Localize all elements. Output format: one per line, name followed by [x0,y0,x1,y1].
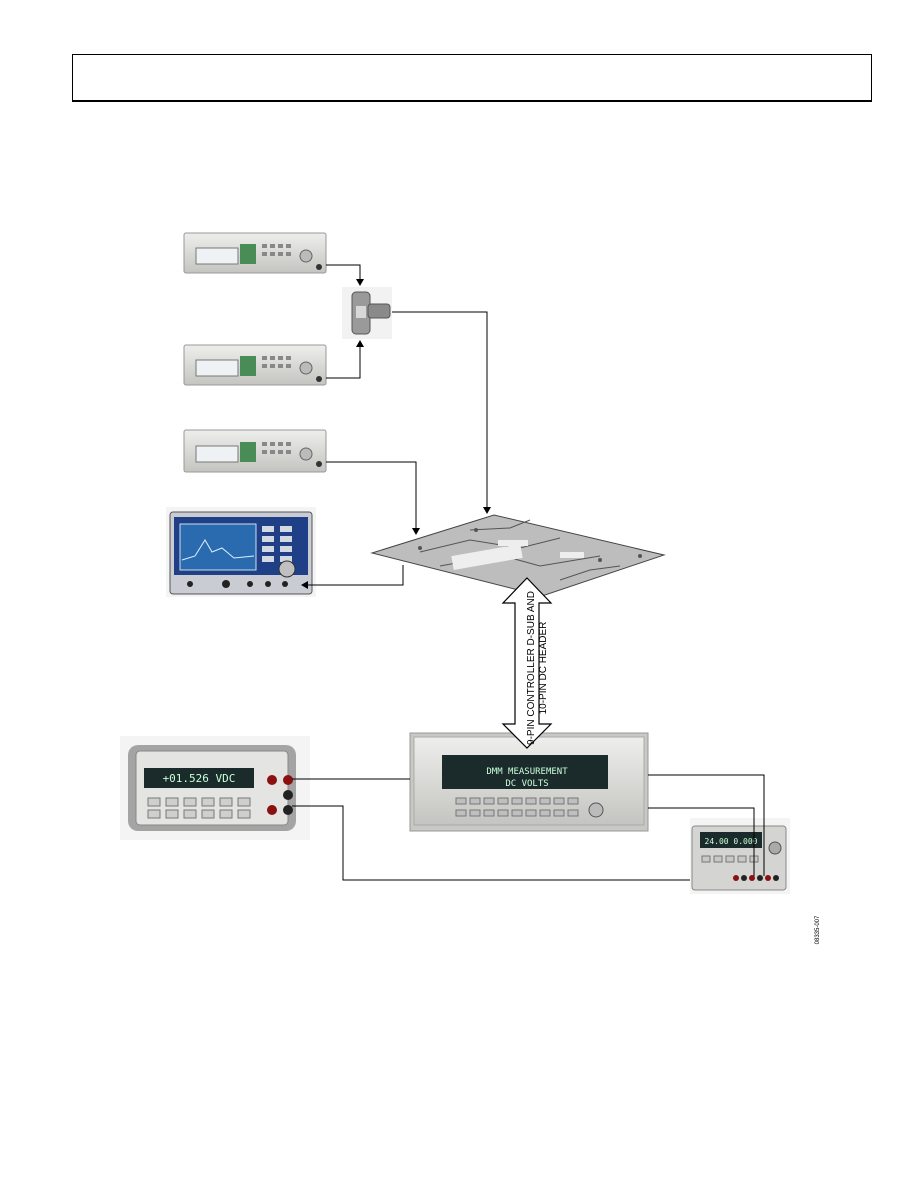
switch-display-line1: DMM MEASUREMENT [486,767,568,777]
header-box [72,54,872,102]
power-combiner [342,287,392,339]
wire-dmm-switch-2 [292,805,690,881]
arrow-label: 9-PIN CONTROLLER D-SUB AND 10-PIN DC HEA… [526,591,550,745]
connection-wires [292,264,765,881]
wire-siggen2-combiner [326,340,364,379]
wire-combiner-board [392,311,491,514]
wire-board-analyzer [301,565,404,589]
switch-display-line2: DC VOLTS [505,779,548,789]
wire-siggen1-combiner [326,264,364,286]
signal-generator-3 [183,429,327,473]
figure-id: 08335-007 [815,915,821,945]
spectrum-analyzer [166,507,316,597]
switch-unit: DMM MEASUREMENT DC VOLTS [409,732,649,832]
signal-generator-1 [183,232,327,274]
power-supply-display: 24.00 0.000 [705,837,758,846]
evaluation-board [370,514,666,597]
wire-siggen3-board [326,461,420,535]
dmm-display-text: +01.526 VDC [163,772,236,785]
wire-switch-psu-2 [648,807,755,876]
power-supply: 24.00 0.000 [690,818,790,894]
bidirectional-arrow [501,577,553,749]
digital-multimeter: +01.526 VDC [120,736,310,840]
arrow-label-line1: 9-PIN CONTROLLER D-SUB AND [526,591,537,745]
signal-generator-2 [183,344,327,386]
wire-switch-psu-1 [648,774,765,876]
arrow-label-line2: 10-PIN DC HEADER [538,621,549,715]
